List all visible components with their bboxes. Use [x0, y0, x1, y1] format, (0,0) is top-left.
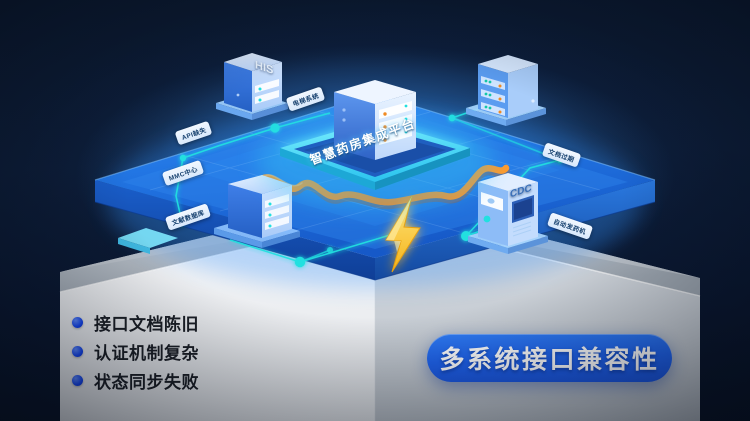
list-item: 状态同步失败: [72, 366, 199, 395]
issue-list: 接口文档陈旧 认证机制复杂 状态同步失败: [72, 308, 199, 395]
headline-badge-label: 多系统接口兼容性: [439, 346, 660, 374]
list-item-label: 接口文档陈旧: [94, 315, 199, 334]
headline-badge: 多系统接口兼容性: [427, 334, 672, 382]
list-item-label: 认证机制复杂: [94, 344, 199, 363]
bullet-dot-icon: [72, 346, 83, 357]
rack-server-right: [466, 55, 546, 126]
his-server: [216, 53, 288, 120]
list-item: 认证机制复杂: [72, 337, 199, 366]
dispenser-cdc: [468, 173, 548, 254]
bullet-dot-icon: [72, 317, 83, 328]
bullet-dot-icon: [72, 375, 83, 386]
list-item-label: 状态同步失败: [94, 373, 199, 392]
list-item: 接口文档陈旧: [72, 308, 199, 337]
